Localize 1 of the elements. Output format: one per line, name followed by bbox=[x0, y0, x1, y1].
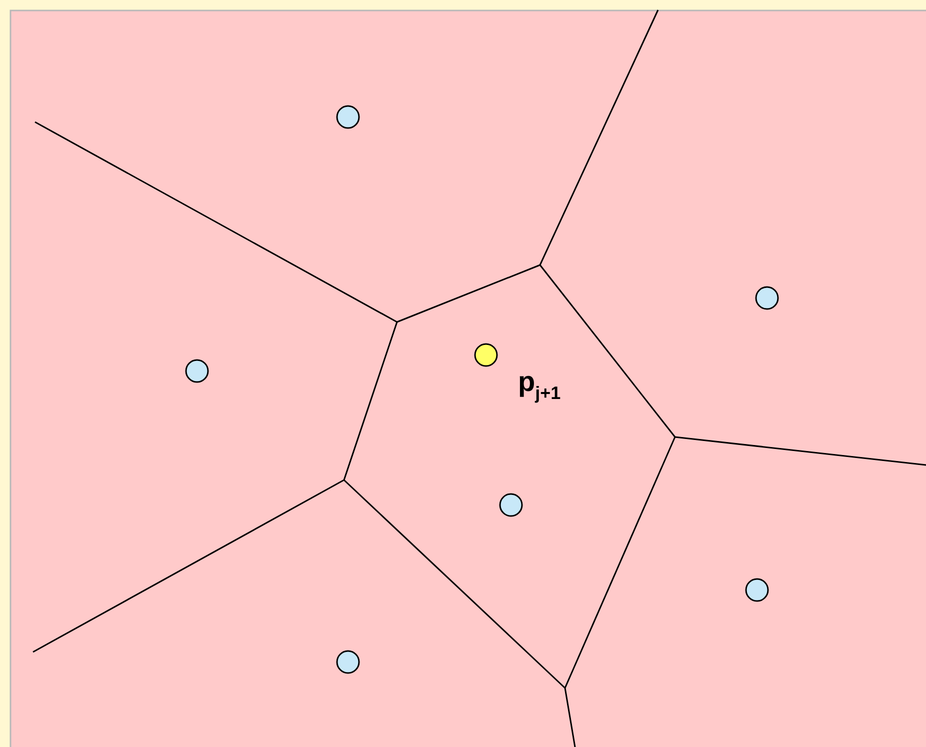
point-label: p$_{j+1}$ bbox=[518, 368, 561, 402]
